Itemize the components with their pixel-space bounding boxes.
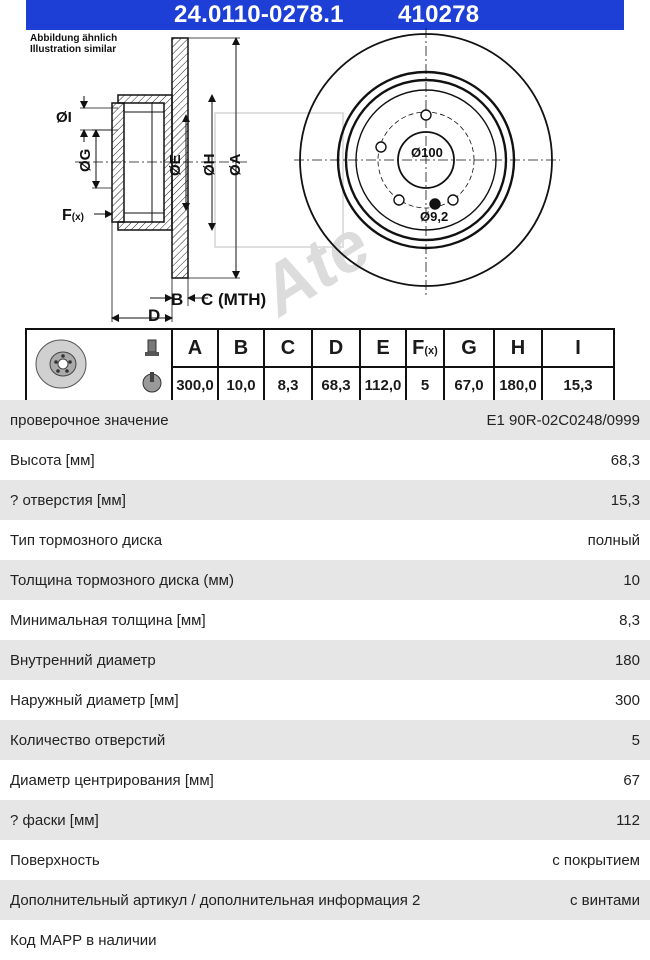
spec-row: Тип тормозного диска полный [0, 520, 650, 560]
dim-label-F: F(x) [62, 207, 84, 224]
dim-header-C: C [263, 327, 313, 369]
spec-row: Дополнительный артикул / дополнительная … [0, 880, 650, 920]
dimensions-table: A B C D E F(x) G H I 300,0 10,0 8,3 68,3… [25, 327, 615, 404]
note-line-1: Abbildung ähnlich [30, 33, 118, 44]
note-line-2: Illustration similar [30, 44, 117, 55]
dim-label-G: ØG [77, 149, 94, 172]
spec-label: ? фаски [мм] [10, 811, 99, 829]
spec-row: ? фаски [мм] 112 [0, 800, 650, 840]
spec-label: Количество отверстий [10, 731, 166, 749]
spec-row: проверочное значение E1 90R-02C0248/0999 [0, 400, 650, 440]
bolt-holes [375, 109, 459, 210]
dim-label-I: ØI [56, 109, 72, 126]
spec-value: с покрытием [552, 851, 640, 869]
dim-value-F: 5 [405, 366, 445, 404]
dim-header-I: I [541, 327, 615, 369]
spec-label: проверочное значение [10, 411, 169, 429]
spec-label: Диаметр центрирования [мм] [10, 771, 214, 789]
dim-header-H: H [493, 327, 543, 369]
spec-row: Наружный диаметр [мм] 300 [0, 680, 650, 720]
spec-value: 112 [616, 811, 640, 829]
spec-label: Толщина тормозного диска (мм) [10, 571, 234, 589]
spec-row: Поверхность с покрытием [0, 840, 650, 880]
spec-row: Толщина тормозного диска (мм) 10 [0, 560, 650, 600]
hat-section [117, 94, 173, 231]
spec-label: Поверхность [10, 851, 100, 869]
spec-label: Дополнительный артикул / дополнительная … [10, 891, 421, 909]
dim-value-B: 10,0 [217, 366, 265, 404]
spec-row: Высота [мм] 68,3 [0, 440, 650, 480]
spec-label: ? отверстия [мм] [10, 491, 126, 509]
hub-face-section [111, 102, 125, 223]
header-bar: 24.0110-0278.1 410278 [26, 0, 624, 30]
dim-header-A: A [171, 327, 219, 369]
dim-label-C: C (MTH) [201, 290, 266, 309]
dim-label-B: B [171, 290, 183, 309]
spec-row: Количество отверстий 5 [0, 720, 650, 760]
spec-label: Высота [мм] [10, 451, 95, 469]
disc-thumbnail-icon [35, 339, 162, 393]
dim-header-B: B [217, 327, 265, 369]
dim-value-C: 8,3 [263, 366, 313, 404]
short-code: 410278 [398, 1, 480, 28]
brand-mark: Ate [244, 204, 383, 330]
spec-value: полный [587, 531, 640, 549]
dim-value-G: 67,0 [443, 366, 495, 404]
dim-label-A: ØA [227, 153, 244, 176]
illustration-note: Abbildung ähnlich Illustration similar [30, 33, 117, 55]
spec-value: 180 [614, 651, 640, 669]
spec-value: E1 90R-02C0248/0999 [486, 411, 640, 429]
spec-label: Наружный диаметр [мм] [10, 691, 179, 709]
spec-value: 10 [623, 571, 640, 589]
dim-label-H: ØH [201, 154, 218, 177]
spec-label: Код MAPP в наличии [10, 931, 157, 949]
brake-disc-drawing: ØI ØG ØE ØH ØA F(x) B C (MTH) D [56, 28, 560, 330]
spec-value: 68,3 [610, 451, 640, 469]
dim-value-D: 68,3 [311, 366, 361, 404]
spec-row: Внутренний диаметр 180 [0, 640, 650, 680]
dim-header-D: D [311, 327, 361, 369]
spec-value: 8,3 [619, 611, 640, 629]
hole-label: Ø9,2 [420, 209, 448, 224]
dim-value-H: 180,0 [493, 366, 543, 404]
spec-value: 300 [614, 691, 640, 709]
front-view: Ate Ø100 Ø9,2 [214, 28, 560, 330]
dim-header-E: E [359, 327, 407, 369]
product-thumbnail [25, 328, 173, 404]
spec-row: Минимальная толщина [мм] 8,3 [0, 600, 650, 640]
dim-value-E: 112,0 [359, 366, 407, 404]
spec-label: Минимальная толщина [мм] [10, 611, 206, 629]
article-code: 24.0110-0278.1 [174, 1, 344, 28]
dim-value-A: 300,0 [171, 366, 219, 404]
dim-header-F: F(x) [405, 327, 445, 369]
dim-label-E: ØE [167, 154, 184, 176]
spec-row: Диаметр центрирования [мм] 67 [0, 760, 650, 800]
section-view: ØI ØG ØE ØH ØA F(x) B C (MTH) D [56, 37, 266, 325]
spec-row: ? отверстия [мм] 15,3 [0, 480, 650, 520]
spec-row: Код MAPP в наличии [0, 920, 650, 960]
dim-header-G: G [443, 327, 495, 369]
spec-label: Тип тормозного диска [10, 531, 163, 549]
spec-label: Внутренний диаметр [10, 651, 156, 669]
dim-value-I: 15,3 [541, 366, 615, 404]
bolt-circle-label: Ø100 [411, 145, 443, 160]
spec-value: 15,3 [610, 491, 640, 509]
spec-value: 5 [631, 731, 640, 749]
dim-label-D: D [148, 306, 160, 325]
spec-value: с винтами [569, 891, 640, 909]
spec-value: 67 [623, 771, 640, 789]
